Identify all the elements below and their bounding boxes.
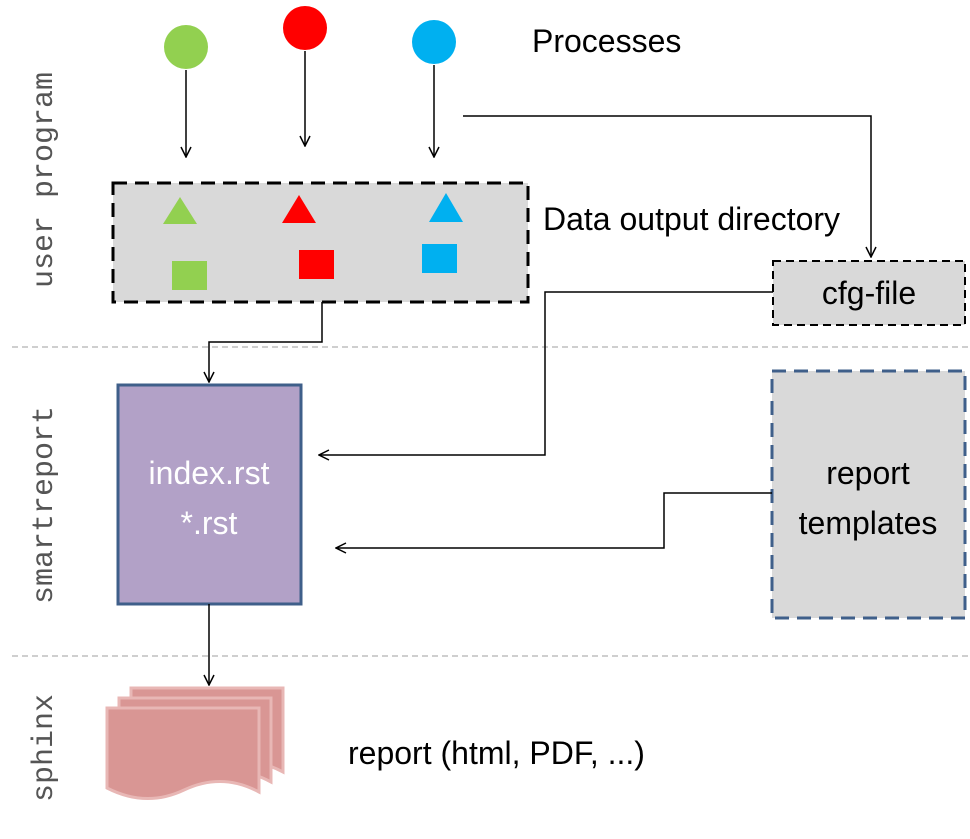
blue-square [422, 244, 457, 273]
green-square [172, 261, 207, 290]
arrow-data-to-rst [209, 302, 323, 382]
data-output-label: Data output directory [543, 201, 840, 237]
process-green [164, 25, 208, 69]
templates-line-report: report [826, 455, 910, 491]
arrow-to-cfg-file [463, 115, 871, 257]
rst-box [116, 383, 303, 606]
lane-label-smartreport: smartreport [28, 406, 62, 604]
report-documents-icon [105, 686, 285, 800]
arrow-cfg-to-rst [319, 291, 773, 455]
report-label: report (html, PDF, ...) [348, 735, 645, 771]
templates-line-templates: templates [799, 505, 938, 541]
rst-line-wildcard: *.rst [181, 505, 238, 541]
lane-label-user-program: user program [28, 72, 62, 288]
blue-triangle [429, 193, 463, 222]
arrow-templates-to-rst [336, 492, 772, 548]
process-blue [412, 20, 456, 64]
red-square [299, 250, 334, 279]
cfg-file-box [772, 260, 966, 326]
report-templates-box [770, 369, 967, 620]
cfg-file-label: cfg-file [822, 275, 916, 311]
rst-line-index: index.rst [149, 455, 270, 491]
lane-label-sphinx: sphinx [28, 694, 62, 802]
process-red [283, 6, 327, 50]
green-triangle [163, 197, 197, 224]
processes-title: Processes [532, 23, 681, 59]
red-triangle [282, 195, 316, 223]
